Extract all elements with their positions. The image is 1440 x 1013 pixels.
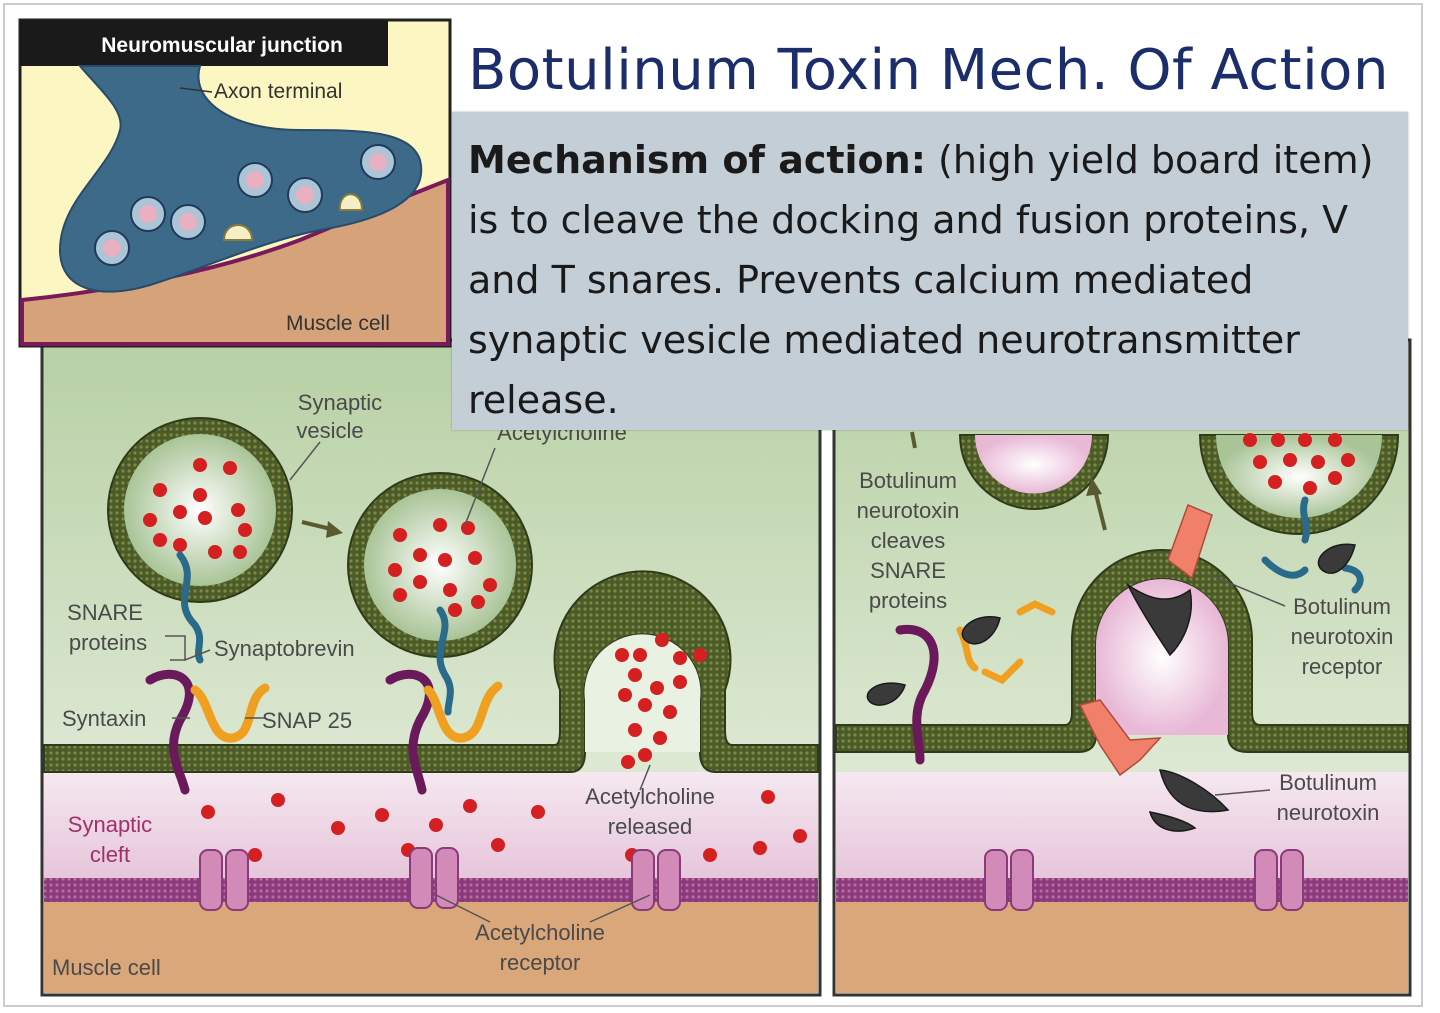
label-synaptic-cleft-2: cleft xyxy=(90,842,130,867)
neuromuscular-junction-inset: Neuromuscular junction Axon terminal Mus… xyxy=(18,18,452,348)
label-toxin-1: Botulinum xyxy=(1279,770,1377,795)
slide-title: Botulinum Toxin Mech. Of Action xyxy=(468,38,1389,103)
syntaxin-protein xyxy=(145,669,194,795)
label-toxin-2: neurotoxin xyxy=(1277,800,1380,825)
left-panel: Synaptic vesicle Acetylcholine SNARE pro… xyxy=(40,338,822,997)
botulinum-neurotoxin-receptor xyxy=(1078,504,1213,777)
label-snap25: SNAP 25 xyxy=(262,708,352,733)
inset-axon-terminal-label: Axon terminal xyxy=(214,80,342,103)
label-receptor-1: Botulinum xyxy=(1293,594,1391,619)
inset-muscle-cell-label: Muscle cell xyxy=(286,312,390,335)
label-synaptic-cleft-1: Synaptic xyxy=(68,812,152,837)
label-cleaves-1: Botulinum xyxy=(859,468,957,493)
label-synaptic-vesicle-1: Synaptic xyxy=(298,390,382,415)
slide-frame xyxy=(3,3,1423,1007)
inset-title: Neuromuscular junction xyxy=(101,34,343,57)
synaptobrevin-protein xyxy=(176,551,204,664)
label-snare-2: proteins xyxy=(69,630,147,655)
label-syntaxin: Syntaxin xyxy=(62,706,146,731)
cleaved-syntaxin xyxy=(895,624,939,765)
mechanism-text: (high yield board item) is to cleave the… xyxy=(468,138,1374,422)
label-cleaves-3: cleaves xyxy=(871,528,946,553)
label-cleaves-2: neurotoxin xyxy=(857,498,960,523)
mechanism-text-box: Mechanism of action: (high yield board i… xyxy=(452,112,1408,430)
label-synaptobrevin: Synaptobrevin xyxy=(214,636,355,661)
snap25-protein xyxy=(190,683,270,743)
label-cleaves-5: proteins xyxy=(869,588,947,613)
label-ach-released-2: released xyxy=(608,814,692,839)
label-ach-released-1: Acetylcholine xyxy=(585,784,715,809)
label-receptor-3: receptor xyxy=(1302,654,1383,679)
right-panel: Botulinum neurotoxin cleaves SNARE prote… xyxy=(832,338,1412,997)
arrow-icon xyxy=(301,520,343,538)
label-ach-receptor-1: Acetylcholine xyxy=(475,920,605,945)
label-snare-1: SNARE xyxy=(67,600,143,625)
mechanism-label: Mechanism of action: xyxy=(468,138,926,182)
label-muscle-cell: Muscle cell xyxy=(52,955,161,980)
label-synaptic-vesicle-2: vesicle xyxy=(296,418,363,443)
label-cleaves-4: SNARE xyxy=(870,558,946,583)
arrow-icon xyxy=(910,431,1107,531)
label-receptor-2: neurotoxin xyxy=(1291,624,1394,649)
botulinum-neurotoxin xyxy=(866,543,1356,832)
label-ach-receptor-2: receptor xyxy=(500,950,581,975)
